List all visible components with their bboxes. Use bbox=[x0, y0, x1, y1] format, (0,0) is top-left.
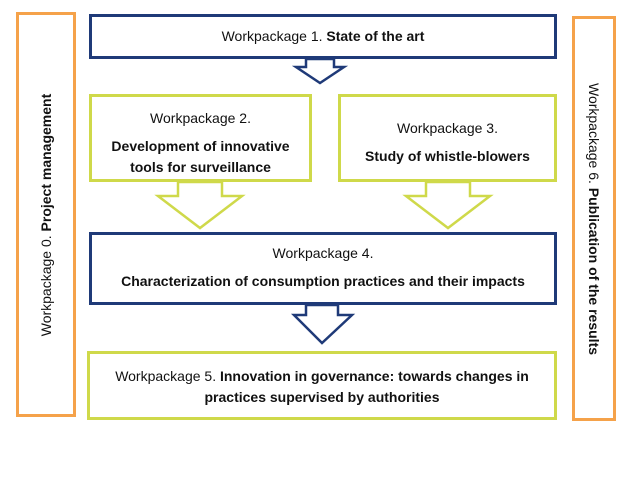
wp4-box: Workpackage 4. Characterization of consu… bbox=[89, 232, 557, 305]
wp6-title: Publication of the results bbox=[586, 187, 602, 355]
wp1-box: Workpackage 1. State of the art bbox=[89, 14, 557, 59]
wp0-label: Workpackage 0. Project management bbox=[38, 93, 54, 336]
wp2-title: Development of innovative tools for surv… bbox=[111, 138, 290, 175]
wp3-box: Workpackage 3. Study of whistle-blowers bbox=[338, 94, 557, 182]
arrow-wp1-down bbox=[291, 57, 349, 85]
wp1-title: State of the art bbox=[326, 28, 425, 44]
wp5-prefix: Workpackage 5. bbox=[115, 368, 220, 384]
wp0-panel: Workpackage 0. Project management bbox=[16, 12, 76, 417]
arrow-wp4-down bbox=[290, 303, 356, 345]
wp4-heading: Workpackage 4. bbox=[272, 245, 374, 261]
wp4-title: Characterization of consumption practice… bbox=[121, 273, 525, 289]
wp3-title: Study of whistle-blowers bbox=[365, 148, 530, 164]
wp0-title: Project management bbox=[38, 93, 54, 231]
wp0-prefix: Workpackage 0. bbox=[38, 230, 54, 336]
arrow-wp2-down bbox=[154, 180, 246, 230]
wp3-heading: Workpackage 3. bbox=[397, 120, 498, 136]
arrow-wp3-down bbox=[402, 180, 494, 230]
wp1-prefix: Workpackage 1. bbox=[221, 28, 327, 44]
wp5-title: Innovation in governance: towards change… bbox=[204, 368, 529, 405]
wp5-box: Workpackage 5. Innovation in governance:… bbox=[87, 351, 557, 420]
wp6-label: Workpackage 6. Publication of the result… bbox=[586, 82, 602, 354]
wp2-box: Workpackage 2. Development of innovative… bbox=[89, 94, 312, 182]
wp6-prefix: Workpackage 6. bbox=[586, 82, 602, 188]
wp6-panel: Workpackage 6. Publication of the result… bbox=[572, 16, 616, 421]
wp2-heading: Workpackage 2. bbox=[150, 110, 251, 126]
